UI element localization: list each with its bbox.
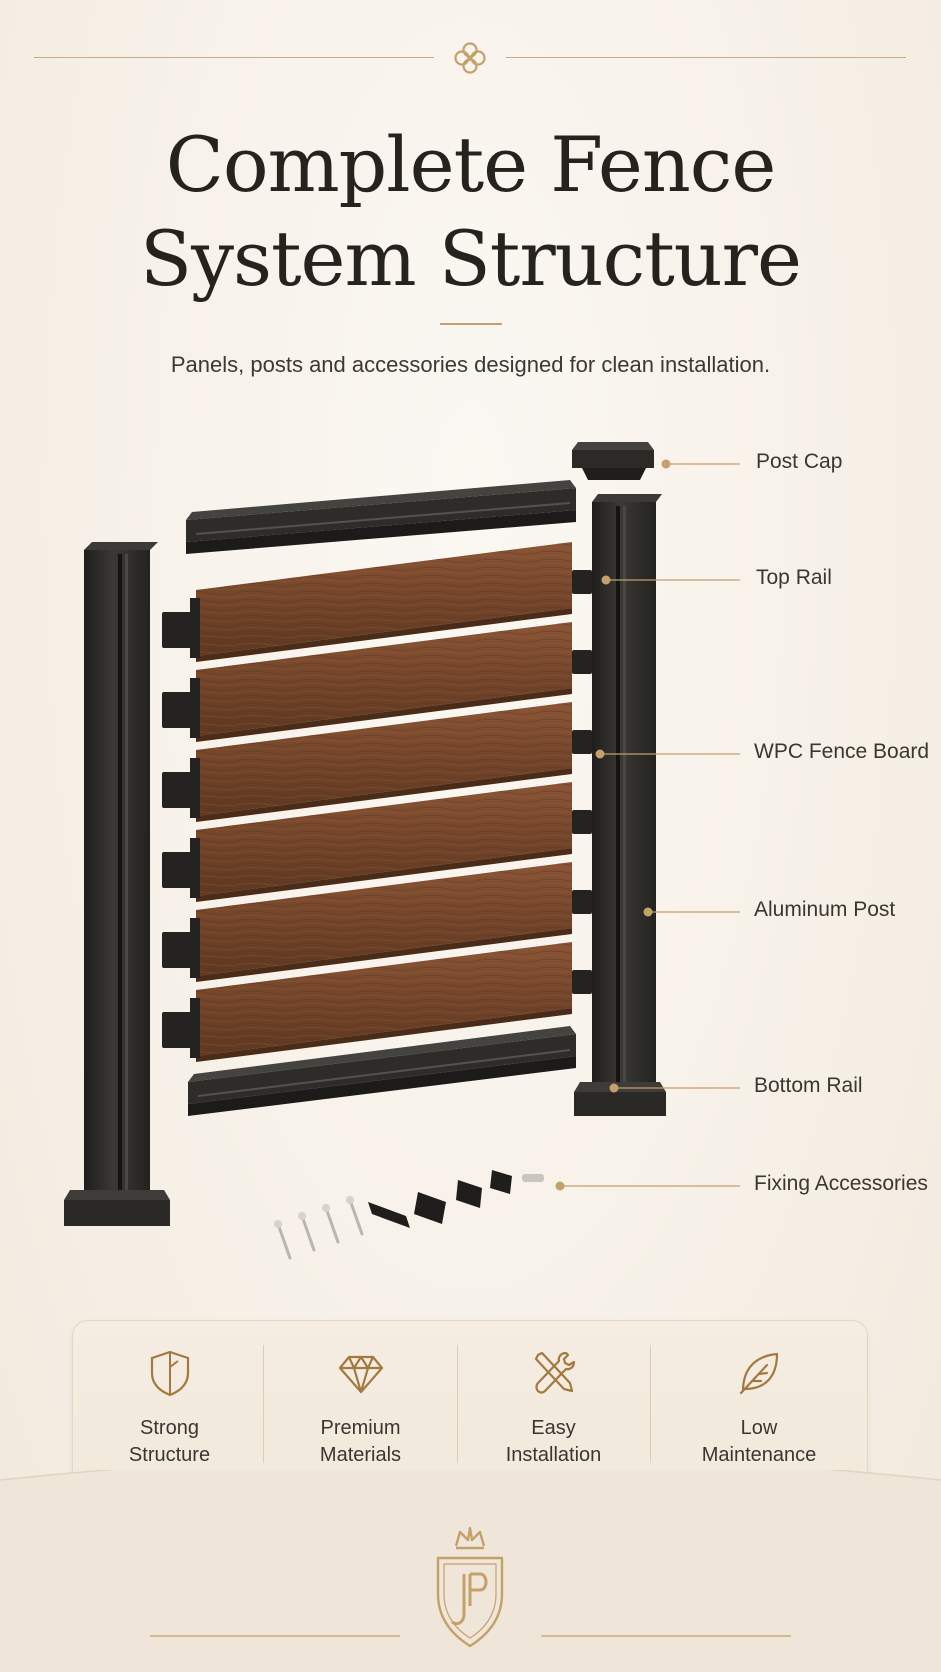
feature-label-line1: Strong bbox=[140, 1417, 199, 1439]
feature-label-line1: Low bbox=[740, 1417, 778, 1439]
feature-label: Premium Materials bbox=[264, 1415, 457, 1469]
fence-board bbox=[196, 942, 572, 1062]
wpc-fence-boards bbox=[196, 542, 572, 1062]
bottom-decorative-arc bbox=[0, 1470, 941, 1672]
ornament-line-left bbox=[34, 57, 434, 58]
callout-leaders bbox=[560, 463, 740, 1187]
feature-easy-installation: Easy Installation bbox=[457, 1321, 650, 1487]
feature-label-line1: Easy bbox=[531, 1417, 576, 1439]
top-rail-part bbox=[186, 480, 576, 554]
page-subtitle: Panels, posts and accessories designed f… bbox=[170, 352, 771, 377]
fence-board bbox=[196, 542, 572, 662]
bottom-rail-part bbox=[188, 1026, 576, 1116]
title-line-2: System Structure bbox=[140, 214, 802, 303]
left-board-clips bbox=[162, 598, 200, 1058]
ornament-line-right bbox=[506, 57, 906, 58]
feature-label: Low Maintenance bbox=[651, 1415, 867, 1469]
feature-divider bbox=[263, 1345, 264, 1463]
left-aluminum-post bbox=[64, 542, 170, 1226]
feature-label-line2: Structure bbox=[128, 1444, 211, 1466]
fence-board bbox=[196, 702, 572, 822]
fixing-accessories-parts bbox=[274, 1170, 544, 1260]
leaf-icon bbox=[739, 1352, 779, 1395]
callout-aluminum-post: Aluminum Post bbox=[754, 898, 896, 921]
title-line-1: Complete Fence bbox=[165, 120, 777, 209]
fence-diagram: Post Cap Top Rail WPC Fence Board Alumin… bbox=[0, 430, 941, 1270]
right-aluminum-post bbox=[574, 494, 666, 1116]
shield-icon bbox=[150, 1350, 189, 1397]
top-ornament bbox=[34, 38, 906, 78]
feature-label: Strong Structure bbox=[73, 1415, 266, 1469]
feature-premium-materials: Premium Materials bbox=[264, 1321, 457, 1487]
feature-label: Easy Installation bbox=[457, 1415, 650, 1469]
feature-low-maintenance: Low Maintenance bbox=[651, 1321, 867, 1487]
post-cap-part bbox=[572, 442, 654, 480]
feature-label-line1: Premium bbox=[320, 1417, 401, 1439]
page-title: Complete Fence System Structure bbox=[0, 118, 941, 306]
features-card: Strong Structure Premium Materials bbox=[72, 1320, 868, 1488]
callout-wpc-fence-board: WPC Fence Board bbox=[754, 740, 930, 763]
feature-strong-structure: Strong Structure bbox=[73, 1321, 266, 1487]
crest-logo-icon bbox=[436, 1526, 504, 1648]
callout-fixing-accessories: Fixing Accessories bbox=[754, 1172, 928, 1195]
callout-top-rail: Top Rail bbox=[756, 566, 832, 589]
right-board-clips bbox=[572, 570, 592, 994]
callout-bottom-rail: Bottom Rail bbox=[754, 1074, 863, 1097]
quatrefoil-icon bbox=[454, 42, 486, 74]
fence-illustration bbox=[64, 442, 740, 1260]
fence-board bbox=[196, 862, 572, 982]
feature-divider bbox=[457, 1345, 458, 1463]
callout-dots bbox=[555, 459, 671, 1191]
diamond-icon bbox=[338, 1355, 383, 1394]
fence-board bbox=[196, 782, 572, 902]
callout-post-cap: Post Cap bbox=[756, 450, 843, 473]
feature-divider bbox=[650, 1345, 651, 1463]
tools-icon bbox=[534, 1351, 575, 1394]
fence-board bbox=[196, 622, 572, 742]
feature-label-line2: Installation bbox=[505, 1444, 602, 1466]
title-divider bbox=[440, 323, 502, 325]
feature-label-line2: Maintenance bbox=[701, 1444, 817, 1466]
feature-label-line2: Materials bbox=[319, 1444, 402, 1466]
